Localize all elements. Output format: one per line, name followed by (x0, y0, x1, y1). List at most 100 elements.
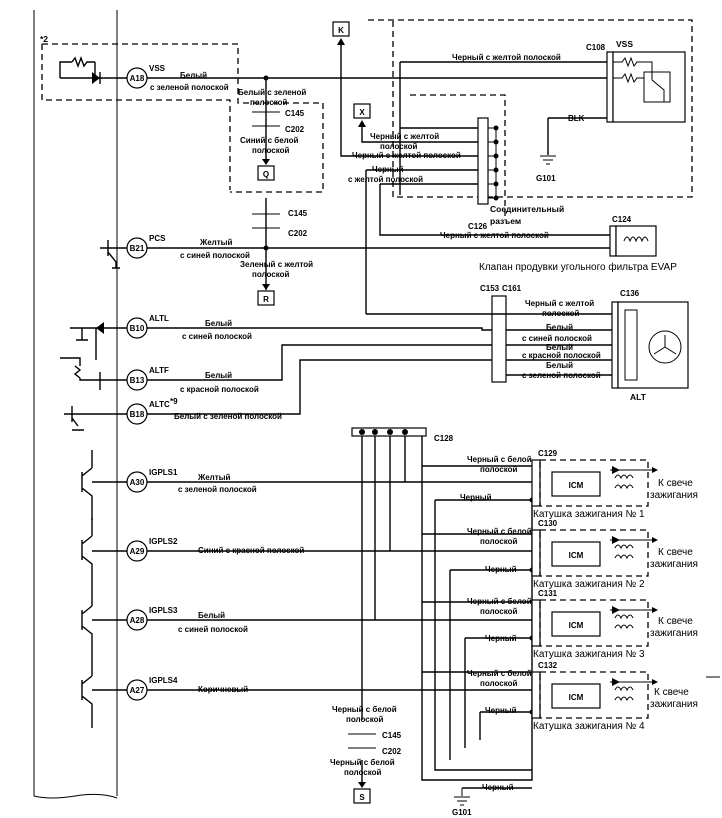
svg-text:Черный: Черный (372, 165, 404, 174)
svg-text:IGPLS1: IGPLS1 (149, 468, 178, 477)
svg-text:ALTF: ALTF (149, 366, 169, 375)
svg-text:с синей полоской: с синей полоской (180, 251, 250, 260)
svg-text:К свече: К свече (654, 687, 689, 698)
svg-text:с зеленой полоской: с зеленой полоской (150, 83, 229, 92)
svg-text:A30: A30 (130, 478, 145, 487)
svg-text:полоской: полоской (380, 142, 418, 151)
svg-text:Синий с белой: Синий с белой (240, 136, 299, 145)
ground-icon (454, 788, 470, 806)
ref-x (353, 103, 371, 119)
svg-text:полоской: полоской (250, 98, 288, 107)
svg-text:полоской: полоской (480, 679, 518, 688)
svg-text:Черный: Черный (485, 634, 517, 643)
svg-text:Белый: Белый (180, 71, 207, 80)
ignition-coil-1: C129 ICM К свече зажигания Катушка зажиг… (531, 449, 698, 520)
svg-text:с синей полоской: с синей полоской (182, 332, 252, 341)
svg-text:полоской: полоской (480, 537, 518, 546)
svg-text:A28: A28 (130, 616, 145, 625)
svg-text:C161: C161 (502, 284, 522, 293)
svg-text:Черный с белой: Черный с белой (467, 669, 532, 678)
svg-text:BLK: BLK (568, 114, 585, 123)
svg-text:ICM: ICM (569, 693, 584, 702)
svg-text:Черный с желтой: Черный с желтой (525, 299, 594, 308)
svg-text:Черный с желтой полоской: Черный с желтой полоской (452, 53, 561, 62)
svg-text:C129: C129 (538, 449, 558, 458)
svg-text:Черный с желтой полоской: Черный с желтой полоской (440, 231, 549, 240)
svg-text:C126: C126 (468, 222, 488, 231)
svg-text:Соединительный: Соединительный (490, 204, 564, 214)
svg-text:IGPLS3: IGPLS3 (149, 606, 178, 615)
svg-text:B18: B18 (130, 410, 145, 419)
svg-text:полоской: полоской (344, 768, 382, 777)
ground-icon (540, 155, 556, 165)
svg-text:IGPLS4: IGPLS4 (149, 676, 178, 685)
svg-text:C128: C128 (434, 434, 454, 443)
ref-s (353, 788, 371, 804)
svg-text:Желтый: Желтый (197, 473, 231, 482)
svg-text:с красной полоской: с красной полоской (522, 351, 601, 360)
svg-text:A18: A18 (130, 74, 145, 83)
svg-text:C131: C131 (538, 589, 558, 598)
svg-text:C145: C145 (285, 109, 305, 118)
svg-text:с зеленой полоской: с зеленой полоской (178, 485, 257, 494)
pin-a18-signal: VSS (149, 64, 166, 73)
svg-text:B21: B21 (130, 244, 145, 253)
svg-text:C108: C108 (586, 43, 606, 52)
svg-text:Черный с белой: Черный с белой (332, 705, 397, 714)
ref-q (257, 165, 275, 181)
c145-lower-connector (348, 733, 376, 749)
svg-text:Черный: Черный (460, 493, 492, 502)
svg-text:разъем: разъем (490, 216, 521, 226)
svg-text:X: X (359, 108, 365, 117)
ignition-coil-3: C131 ICM К свече зажигания Катушка зажиг… (531, 589, 698, 660)
svg-text:Черный с желтой: Черный с желтой (370, 132, 439, 141)
svg-text:зажигания: зажигания (650, 490, 698, 501)
svg-text:Черный: Черный (482, 783, 514, 792)
svg-text:полоской: полоской (252, 270, 290, 279)
svg-text:Белый: Белый (546, 361, 573, 370)
svg-text:полоской: полоской (480, 465, 518, 474)
svg-text:ALT: ALT (630, 392, 647, 402)
vss-sensor-region (368, 19, 693, 198)
svg-text:IGPLS2: IGPLS2 (149, 537, 178, 546)
svg-text:Желтый: Желтый (199, 238, 233, 247)
svg-text:Синий с красной полоской: Синий с красной полоской (198, 546, 304, 555)
svg-text:Белый: Белый (205, 371, 232, 380)
vss-option-region (42, 43, 324, 193)
svg-text:Белый с зеленой полоской: Белый с зеленой полоской (174, 412, 282, 421)
ecm-note-mark: *2 (40, 34, 48, 44)
svg-text:Q: Q (263, 170, 269, 179)
svg-text:Черный с белой: Черный с белой (467, 455, 532, 464)
svg-text:C153: C153 (480, 284, 500, 293)
svg-text:ICM: ICM (569, 621, 584, 630)
svg-text:C132: C132 (538, 661, 558, 670)
svg-text:Черный с белой: Черный с белой (330, 758, 395, 767)
ignition-coil-4: C132 ICM К свече зажигания Катушка зажиг… (531, 661, 698, 732)
svg-text:Катушка зажигания № 2: Катушка зажигания № 2 (533, 579, 645, 590)
ref-r (257, 290, 275, 306)
svg-text:зажигания: зажигания (650, 699, 698, 710)
svg-text:Зеленый с желтой: Зеленый с желтой (240, 260, 313, 269)
svg-text:C145: C145 (288, 209, 308, 218)
svg-text:C136: C136 (620, 289, 640, 298)
svg-text:C202: C202 (285, 125, 305, 134)
svg-text:Белый: Белый (198, 611, 225, 620)
svg-text:Черный с белой: Черный с белой (467, 597, 532, 606)
svg-text:зажигания: зажигания (650, 628, 698, 639)
svg-text:C124: C124 (612, 215, 632, 224)
altc-wire (147, 359, 492, 415)
vss-input-circuit (59, 56, 127, 84)
svg-text:Черный с желтой полоской: Черный с желтой полоской (352, 151, 461, 160)
svg-text:К свече: К свече (658, 478, 693, 489)
svg-text:C130: C130 (538, 519, 558, 528)
svg-text:полоской: полоской (346, 715, 384, 724)
svg-text:C202: C202 (288, 229, 308, 238)
svg-text:полоской: полоской (252, 146, 290, 155)
c145-upper-connector (252, 111, 280, 127)
svg-text:G101: G101 (536, 174, 556, 183)
ref-k (332, 21, 350, 37)
svg-text:Белый: Белый (205, 319, 232, 328)
vss-label: VSS (616, 39, 633, 49)
c145-pcs-connector (252, 213, 280, 229)
